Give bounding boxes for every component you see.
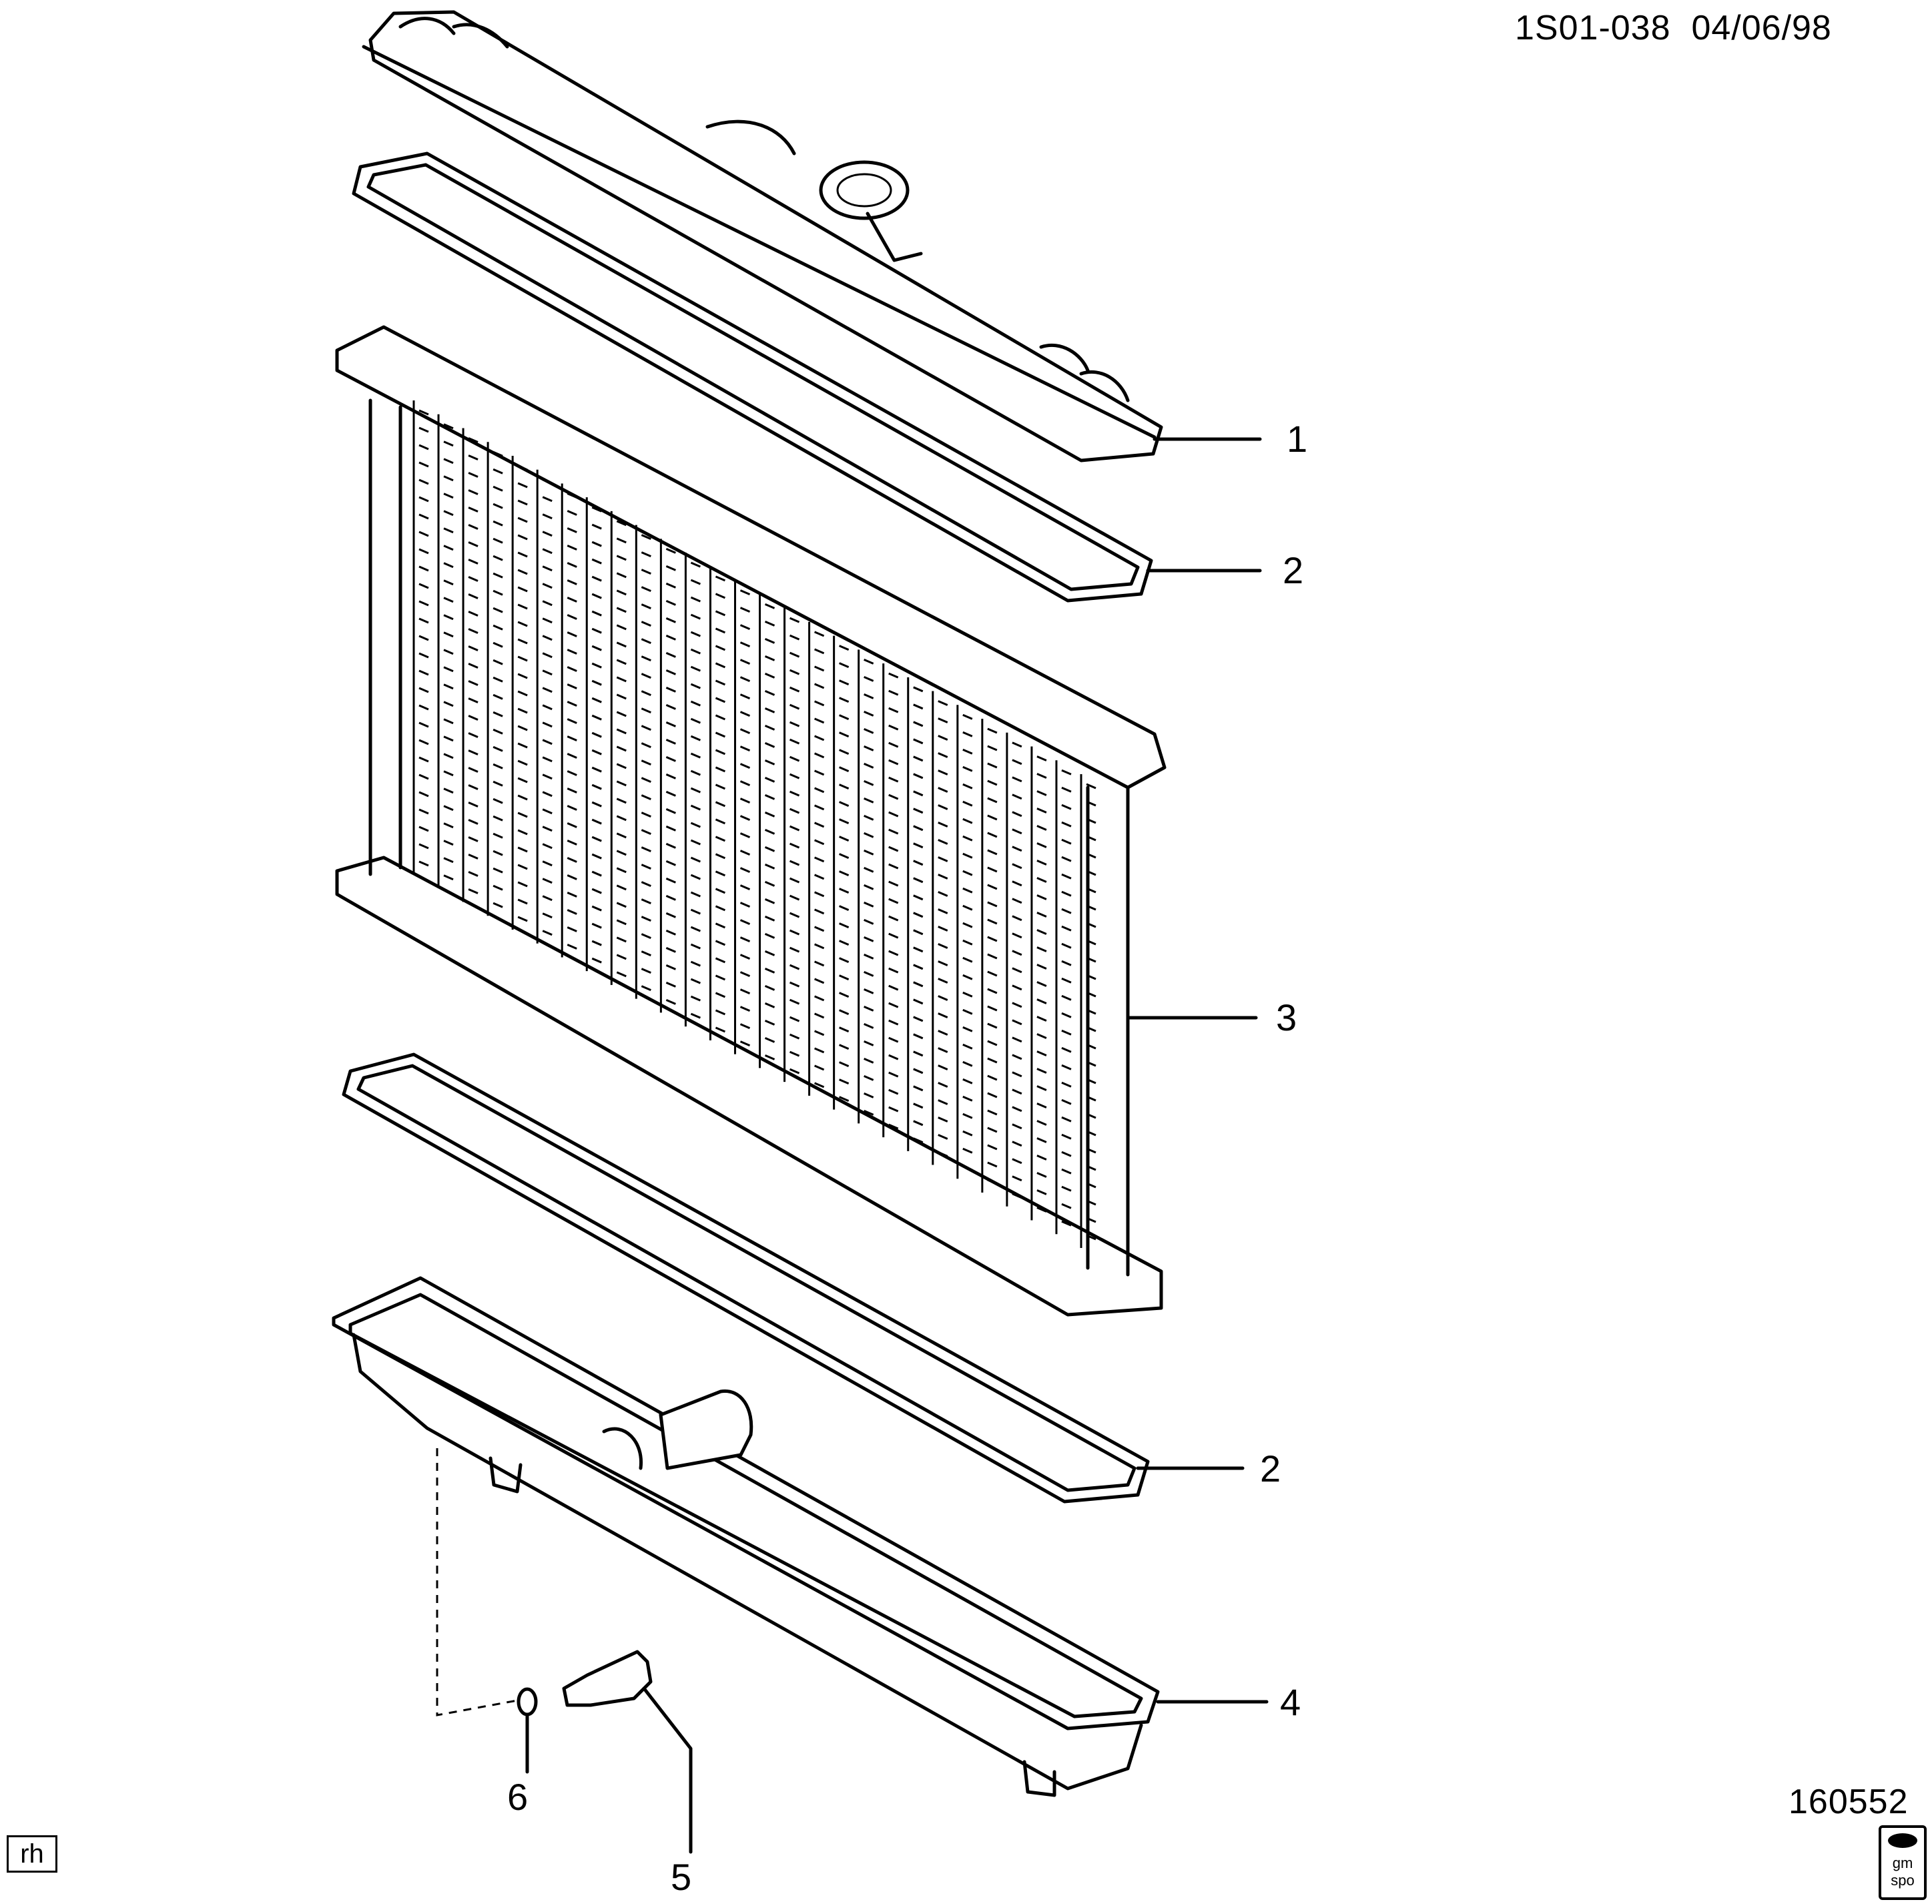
upper-gasket bbox=[352, 151, 1153, 603]
figure-number: 160552 bbox=[1789, 1783, 1909, 1821]
lower-gasket bbox=[342, 1052, 1150, 1504]
callout-1: 1 bbox=[1287, 418, 1307, 460]
logo-line2: spo bbox=[1891, 1872, 1915, 1889]
callout-3: 3 bbox=[1276, 996, 1297, 1038]
diagram-date: 04/06/98 bbox=[1691, 9, 1832, 47]
leader-lines bbox=[1126, 437, 1269, 1704]
radiator-core bbox=[335, 325, 1167, 1317]
callout-2-upper: 2 bbox=[1283, 549, 1303, 591]
callout-5: 5 bbox=[671, 1856, 691, 1898]
callout-4: 4 bbox=[1280, 1681, 1301, 1723]
lower-tank bbox=[332, 1276, 1160, 1797]
gm-spo-logo: gm spo bbox=[1879, 1825, 1927, 1900]
diagram-id: 1S01-038 bbox=[1515, 9, 1671, 47]
drain-plug bbox=[562, 1650, 693, 1854]
o-ring bbox=[517, 1687, 538, 1774]
rh-tag: rh bbox=[7, 1835, 57, 1873]
logo-line1: gm bbox=[1892, 1855, 1913, 1871]
callout-2-lower: 2 bbox=[1260, 1448, 1281, 1490]
callout-6: 6 bbox=[507, 1776, 528, 1818]
